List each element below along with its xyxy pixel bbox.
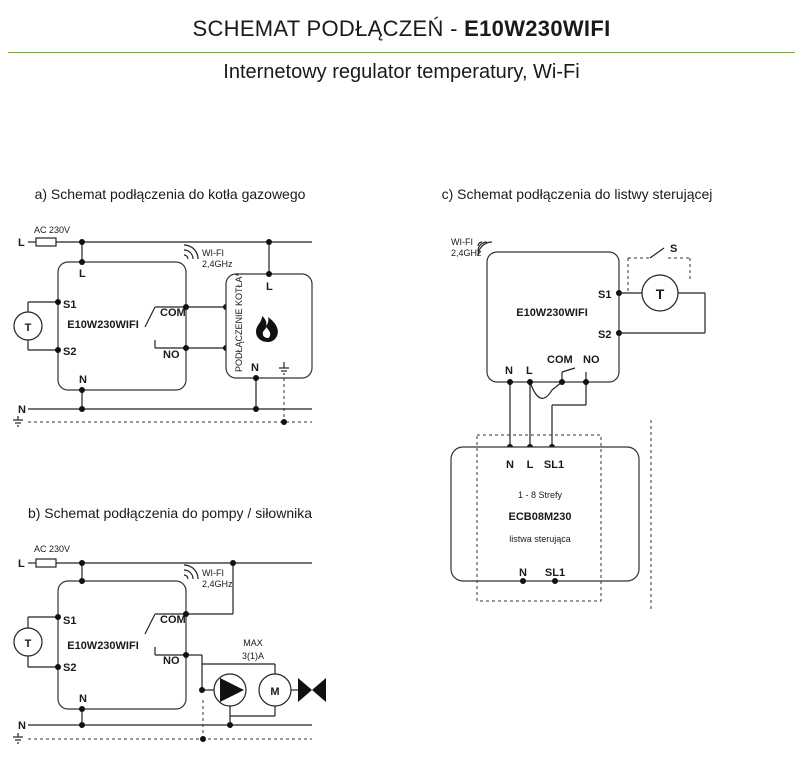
diagram-c-device: [486, 251, 620, 383]
diagram-b-max-value: 3(1)A: [242, 651, 264, 661]
diagram-a-supply-label: AC 230V: [34, 225, 70, 235]
diagram-a-caption: a) Schemat podłączenia do kotła gazowego: [35, 186, 306, 202]
diagram-c-device-label: E10W230WIFI: [516, 307, 588, 319]
diagram-c-wifi-line1: WI-FI: [451, 237, 473, 247]
diagram-b-temperature-sensor: [13, 627, 43, 657]
diagram-a-boiler-label: PODŁĄCZENIE KOTŁA*: [234, 272, 244, 372]
diagram-c-term-no: NO: [583, 354, 600, 366]
diagram-b-line-n-label: N: [18, 720, 26, 732]
diagram-b-earth-icon: [13, 733, 23, 744]
diagram-a-term-n: N: [79, 374, 87, 386]
diagram-b-fuse: [35, 558, 57, 568]
diagram-b-term-s1: S1: [63, 615, 76, 627]
title-divider: [8, 52, 795, 53]
diagram-c-strip-zones: 1 - 8 Strefy: [518, 490, 563, 500]
diagram-c: c) Schemat podłączenia do listwy sterują…: [442, 186, 713, 612]
diagram-a-line-n-label: N: [18, 404, 26, 416]
diagram-b-device: [57, 580, 187, 710]
diagram-c-term-s2: S2: [598, 329, 611, 341]
diagram-a-term-l: L: [79, 268, 86, 280]
page-subtitle: Internetowy regulator temperatury, Wi-Fi: [223, 61, 580, 83]
diagram-c-strip-bottom-n: N: [519, 567, 527, 579]
diagram-a-flame-icon: [256, 316, 278, 342]
diagram-a-term-s1: S1: [63, 299, 76, 311]
diagram-b-term-n: N: [79, 693, 87, 705]
diagram-b-sensor-label: T: [25, 638, 32, 650]
diagram-a-term-com: COM: [160, 307, 186, 319]
diagram-c-wifi-line2: 2,4GHz: [451, 248, 482, 258]
diagram-c-control-strip: [450, 446, 640, 582]
diagram-c-strip-bottom-sl1: SL1: [545, 567, 565, 579]
diagram-a-earth-icon: [13, 416, 23, 427]
diagram-a: a) Schemat podłączenia do kotła gazowego…: [13, 186, 313, 427]
page-title: SCHEMAT PODŁĄCZEŃ - E10W230WIFI: [0, 16, 803, 42]
diagram-b-motor-label: M: [270, 686, 279, 698]
diagram-c-wifi-icon: [477, 241, 493, 257]
diagram-c-switch-label: S: [670, 243, 677, 255]
diagram-c-strip-top-sl1: SL1: [544, 459, 564, 471]
diagram-c-sensor-label: T: [656, 286, 665, 302]
diagram-b-max-label: MAX: [243, 638, 263, 648]
diagram-a-sensor-label: T: [25, 322, 32, 334]
diagram-b-term-s2: S2: [63, 662, 76, 674]
diagram-c-strip-dashed-area: [476, 434, 602, 602]
diagram-b-wifi-icon: [183, 564, 199, 580]
diagram-a-wifi-icon: [183, 244, 199, 260]
diagram-b-wifi-line2: 2,4GHz: [202, 579, 233, 589]
diagram-c-term-l: L: [526, 365, 533, 377]
diagram-c-strip-model: ECB08M230: [509, 511, 572, 523]
diagram-b-term-no: NO: [163, 655, 180, 667]
diagram-c-strip-name: listwa sterująca: [509, 534, 571, 544]
diagram-a-fuse: [35, 237, 57, 247]
diagram-b-caption: b) Schemat podłączenia do pompy / siłown…: [28, 505, 312, 521]
diagram-c-term-com: COM: [547, 354, 573, 366]
diagram-b-wifi-line1: WI-FI: [202, 568, 224, 578]
diagram-b-line-l-label: L: [18, 558, 25, 570]
diagram-a-term-s2: S2: [63, 346, 76, 358]
diagram-b-pump-icon: [213, 673, 247, 707]
diagram-a-boiler-earth-icon: [279, 362, 289, 375]
diagram-a-wifi-line1: WI-FI: [202, 248, 224, 258]
diagram-c-term-n: N: [505, 365, 513, 377]
title-prefix: SCHEMAT PODŁĄCZEŃ -: [192, 16, 465, 41]
diagram-b-valve-icon: [298, 678, 326, 702]
diagram-a-wifi-line2: 2,4GHz: [202, 259, 233, 269]
diagram-c-strip-top-l: L: [527, 459, 534, 471]
diagram-b-device-label: E10W230WIFI: [67, 640, 139, 652]
diagram-a-boiler-term-n: N: [251, 362, 259, 374]
diagram-c-caption: c) Schemat podłączenia do listwy sterują…: [442, 186, 713, 202]
diagram-a-temperature-sensor: [13, 311, 43, 341]
diagram-b-supply-label: AC 230V: [34, 544, 70, 554]
diagram-c-term-s1: S1: [598, 289, 611, 301]
diagram-a-term-no: NO: [163, 349, 180, 361]
diagram-a-device-label: E10W230WIFI: [67, 319, 139, 331]
diagram-a-boiler-term-l: L: [266, 281, 273, 293]
title-model: E10W230WIFI: [464, 16, 611, 41]
diagram-a-line-l-label: L: [18, 237, 25, 249]
diagram-b: b) Schemat podłączenia do pompy / siłown…: [13, 505, 326, 744]
diagram-c-strip-top-n: N: [506, 459, 514, 471]
diagram-b-term-com: COM: [160, 614, 186, 626]
diagram-a-device: [57, 261, 187, 391]
